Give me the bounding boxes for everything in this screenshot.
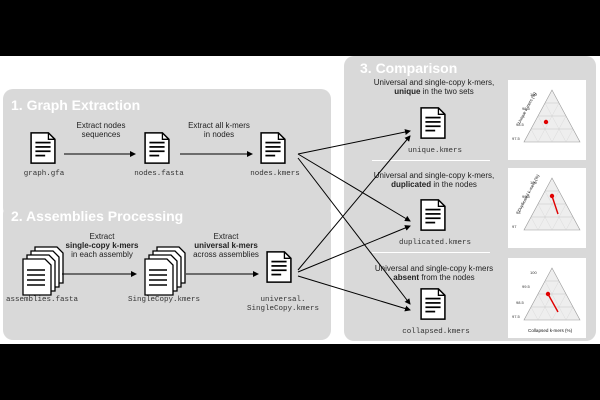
document-icon xyxy=(260,131,286,170)
singlecopy-kmers-label: SingleCopy.kmers xyxy=(127,296,200,304)
document-icon xyxy=(420,198,446,237)
section-divider xyxy=(372,252,490,253)
extract-nodes-label: Extract nodes sequences xyxy=(76,121,126,139)
assemblies-fasta-label: assemblies.fasta xyxy=(5,296,78,304)
flow-arrows xyxy=(62,129,411,312)
section-divider xyxy=(372,160,490,161)
unique-kmers-label: unique.kmers xyxy=(407,147,462,155)
arrow-nodes-to-unique xyxy=(297,129,411,155)
document-icon xyxy=(420,106,446,145)
unique-section-label: Universal and single-copy k-mers, unique… xyxy=(373,78,495,96)
arrow-nodes-to-collapsed xyxy=(297,157,411,305)
arrow-universal-to-duplicated xyxy=(297,225,411,273)
arrow-universal-to-unique xyxy=(297,135,411,271)
document-icon xyxy=(30,131,56,170)
svg-text:100: 100 xyxy=(530,92,537,97)
extract-kmers-label: Extract all k-mers in nodes xyxy=(188,121,250,139)
document-stack-icon xyxy=(22,246,66,301)
document-stack-icon xyxy=(144,246,188,301)
svg-text:98.5: 98.5 xyxy=(516,300,525,305)
svg-text:99.5: 99.5 xyxy=(522,284,531,289)
duplicated-section-label: Universal and single-copy k-mers, duplic… xyxy=(373,171,495,189)
svg-text:97.5: 97.5 xyxy=(512,314,521,319)
duplicated-kmers-label: duplicated.kmers xyxy=(398,239,471,247)
svg-text:98: 98 xyxy=(516,210,521,215)
document-icon xyxy=(266,250,292,289)
svg-text:100: 100 xyxy=(530,270,537,275)
figure-canvas: 1. Graph Extraction 2. Assemblies Proces… xyxy=(0,56,600,344)
arrow-nodes-to-duplicated xyxy=(297,153,411,222)
svg-text:97.5: 97.5 xyxy=(512,136,521,141)
document-icon xyxy=(420,287,446,326)
nodes-kmers-label: nodes.kmers xyxy=(250,170,300,178)
panel-title: 3. Comparison xyxy=(360,60,458,76)
document-icon xyxy=(144,131,170,170)
absent-section-label: Universal and single-copy k-mers absent … xyxy=(374,264,494,282)
nodes-fasta-label: nodes.fasta xyxy=(134,170,184,178)
svg-text:99.5: 99.5 xyxy=(522,194,531,199)
svg-text:Collapsed k-mers (%): Collapsed k-mers (%) xyxy=(528,328,573,333)
panel-title: 2. Assemblies Processing xyxy=(11,208,184,224)
svg-text:99.5: 99.5 xyxy=(522,106,531,111)
universal-step-label: Extract universal k-mers across assembli… xyxy=(193,232,259,259)
svg-text:100: 100 xyxy=(530,180,537,185)
single-copy-step-label: Extract single-copy k-mers in each assem… xyxy=(65,232,139,259)
graph-gfa-label: graph.gfa xyxy=(23,170,65,178)
svg-text:97: 97 xyxy=(512,224,517,229)
panel-title: 1. Graph Extraction xyxy=(11,97,141,113)
arrow-universal-to-collapsed xyxy=(297,275,411,312)
svg-text:98.5: 98.5 xyxy=(516,122,525,127)
universal-singlecopy-label: universal. SingleCopy.kmers xyxy=(246,296,319,313)
collapsed-kmers-label: collapsed.kmers xyxy=(402,328,470,336)
